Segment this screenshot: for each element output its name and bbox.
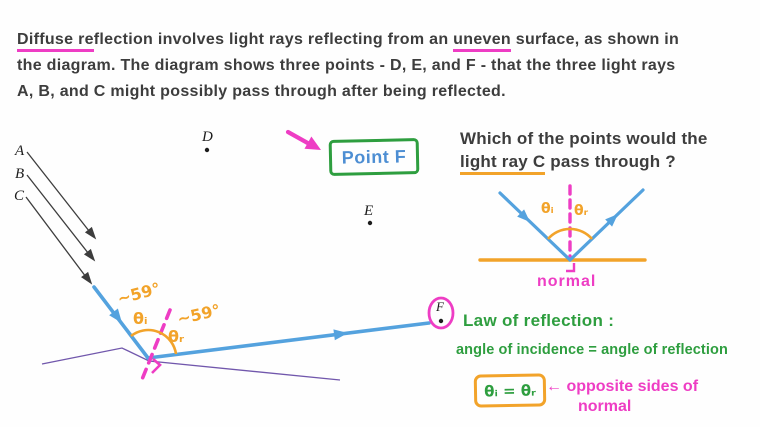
mini-incident-ray	[498, 191, 572, 262]
intro-line2: the diagram. The diagram shows three poi…	[17, 57, 676, 74]
light-ray-c-underlined: light ray C	[460, 152, 546, 175]
mini-right-angle-marker	[566, 263, 576, 273]
law-equation: θᵢ = θᵣ	[484, 381, 536, 400]
point-d-label: D	[202, 129, 213, 145]
ray-c-label: C	[14, 188, 25, 204]
theta-r-label: θᵣ	[168, 327, 185, 346]
uneven-surface-line	[41, 347, 341, 381]
main-right-angle-marker	[151, 358, 162, 374]
ray-b-line	[26, 174, 93, 259]
uneven-underlined: uneven	[453, 31, 511, 52]
diffuse-reflection-underlined: Diffuse re	[17, 31, 94, 52]
ray-a-label: A	[15, 143, 25, 159]
mini-diagram-group	[478, 184, 647, 273]
blue-ray-group	[92, 285, 431, 360]
intro-segment: surface, as shown in	[511, 31, 680, 48]
mini-theta-i-label: θᵢ	[541, 201, 554, 217]
law-statement: angle of incidence = angle of reflection	[456, 342, 728, 358]
law-equation-box: θᵢ = θᵣ	[473, 373, 547, 408]
mini-normal-label: normal	[537, 273, 597, 290]
point-d-dot	[204, 147, 210, 153]
ray-c-arrowhead-icon	[81, 271, 93, 285]
blue-incident-arrowhead-icon	[109, 308, 122, 323]
answer-box: Point F	[328, 138, 420, 176]
equation-note-line2: normal	[578, 398, 632, 415]
question-line1: Which of the points would the	[460, 129, 708, 148]
ray-a-arrowhead-icon	[84, 226, 97, 240]
mini-incident-arrowhead-icon	[517, 209, 530, 222]
callout-arrow-icon	[285, 129, 321, 150]
answer-label: Point F	[341, 145, 407, 168]
blue-reflected-arrowhead-icon	[333, 329, 348, 341]
blue-incident-ray	[92, 285, 150, 360]
incident-rays-group	[25, 151, 97, 285]
ray-c-line	[25, 196, 90, 282]
main-angle-arc	[130, 328, 178, 355]
question-text: Which of the points would the light ray …	[460, 127, 760, 175]
intro-segment: flection involves light rays reflecting …	[93, 31, 454, 48]
mini-angle-arc	[547, 227, 593, 240]
question-line2-rest: pass through ?	[545, 152, 676, 171]
point-e-label: E	[364, 203, 374, 219]
ray-a-line	[26, 151, 94, 237]
point-e-dot	[367, 220, 373, 226]
main-normal-dashed-line	[139, 308, 172, 384]
mini-reflected-ray	[568, 188, 645, 262]
blue-reflected-ray	[146, 321, 431, 360]
point-f-highlight-circle	[427, 296, 455, 330]
left-arrow-icon: ←	[546, 378, 562, 395]
law-title: Law of reflection :	[463, 311, 615, 330]
equation-note-line1: ← opposite sides of	[546, 378, 698, 396]
mini-theta-r-label: θᵣ	[574, 203, 589, 219]
intro-text: Diffuse reflection involves light rays r…	[17, 27, 753, 105]
equation-note-text1: opposite sides of	[566, 378, 699, 395]
intro-line3: A, B, and C might possibly pass through …	[17, 83, 506, 100]
ray-b-arrowhead-icon	[83, 248, 96, 262]
theta-i-label: θᵢ	[133, 309, 148, 328]
ray-b-label: B	[15, 166, 25, 182]
mini-reflected-arrowhead-icon	[605, 214, 618, 227]
point-f-dot	[438, 318, 444, 324]
point-f-label: F	[436, 299, 444, 314]
